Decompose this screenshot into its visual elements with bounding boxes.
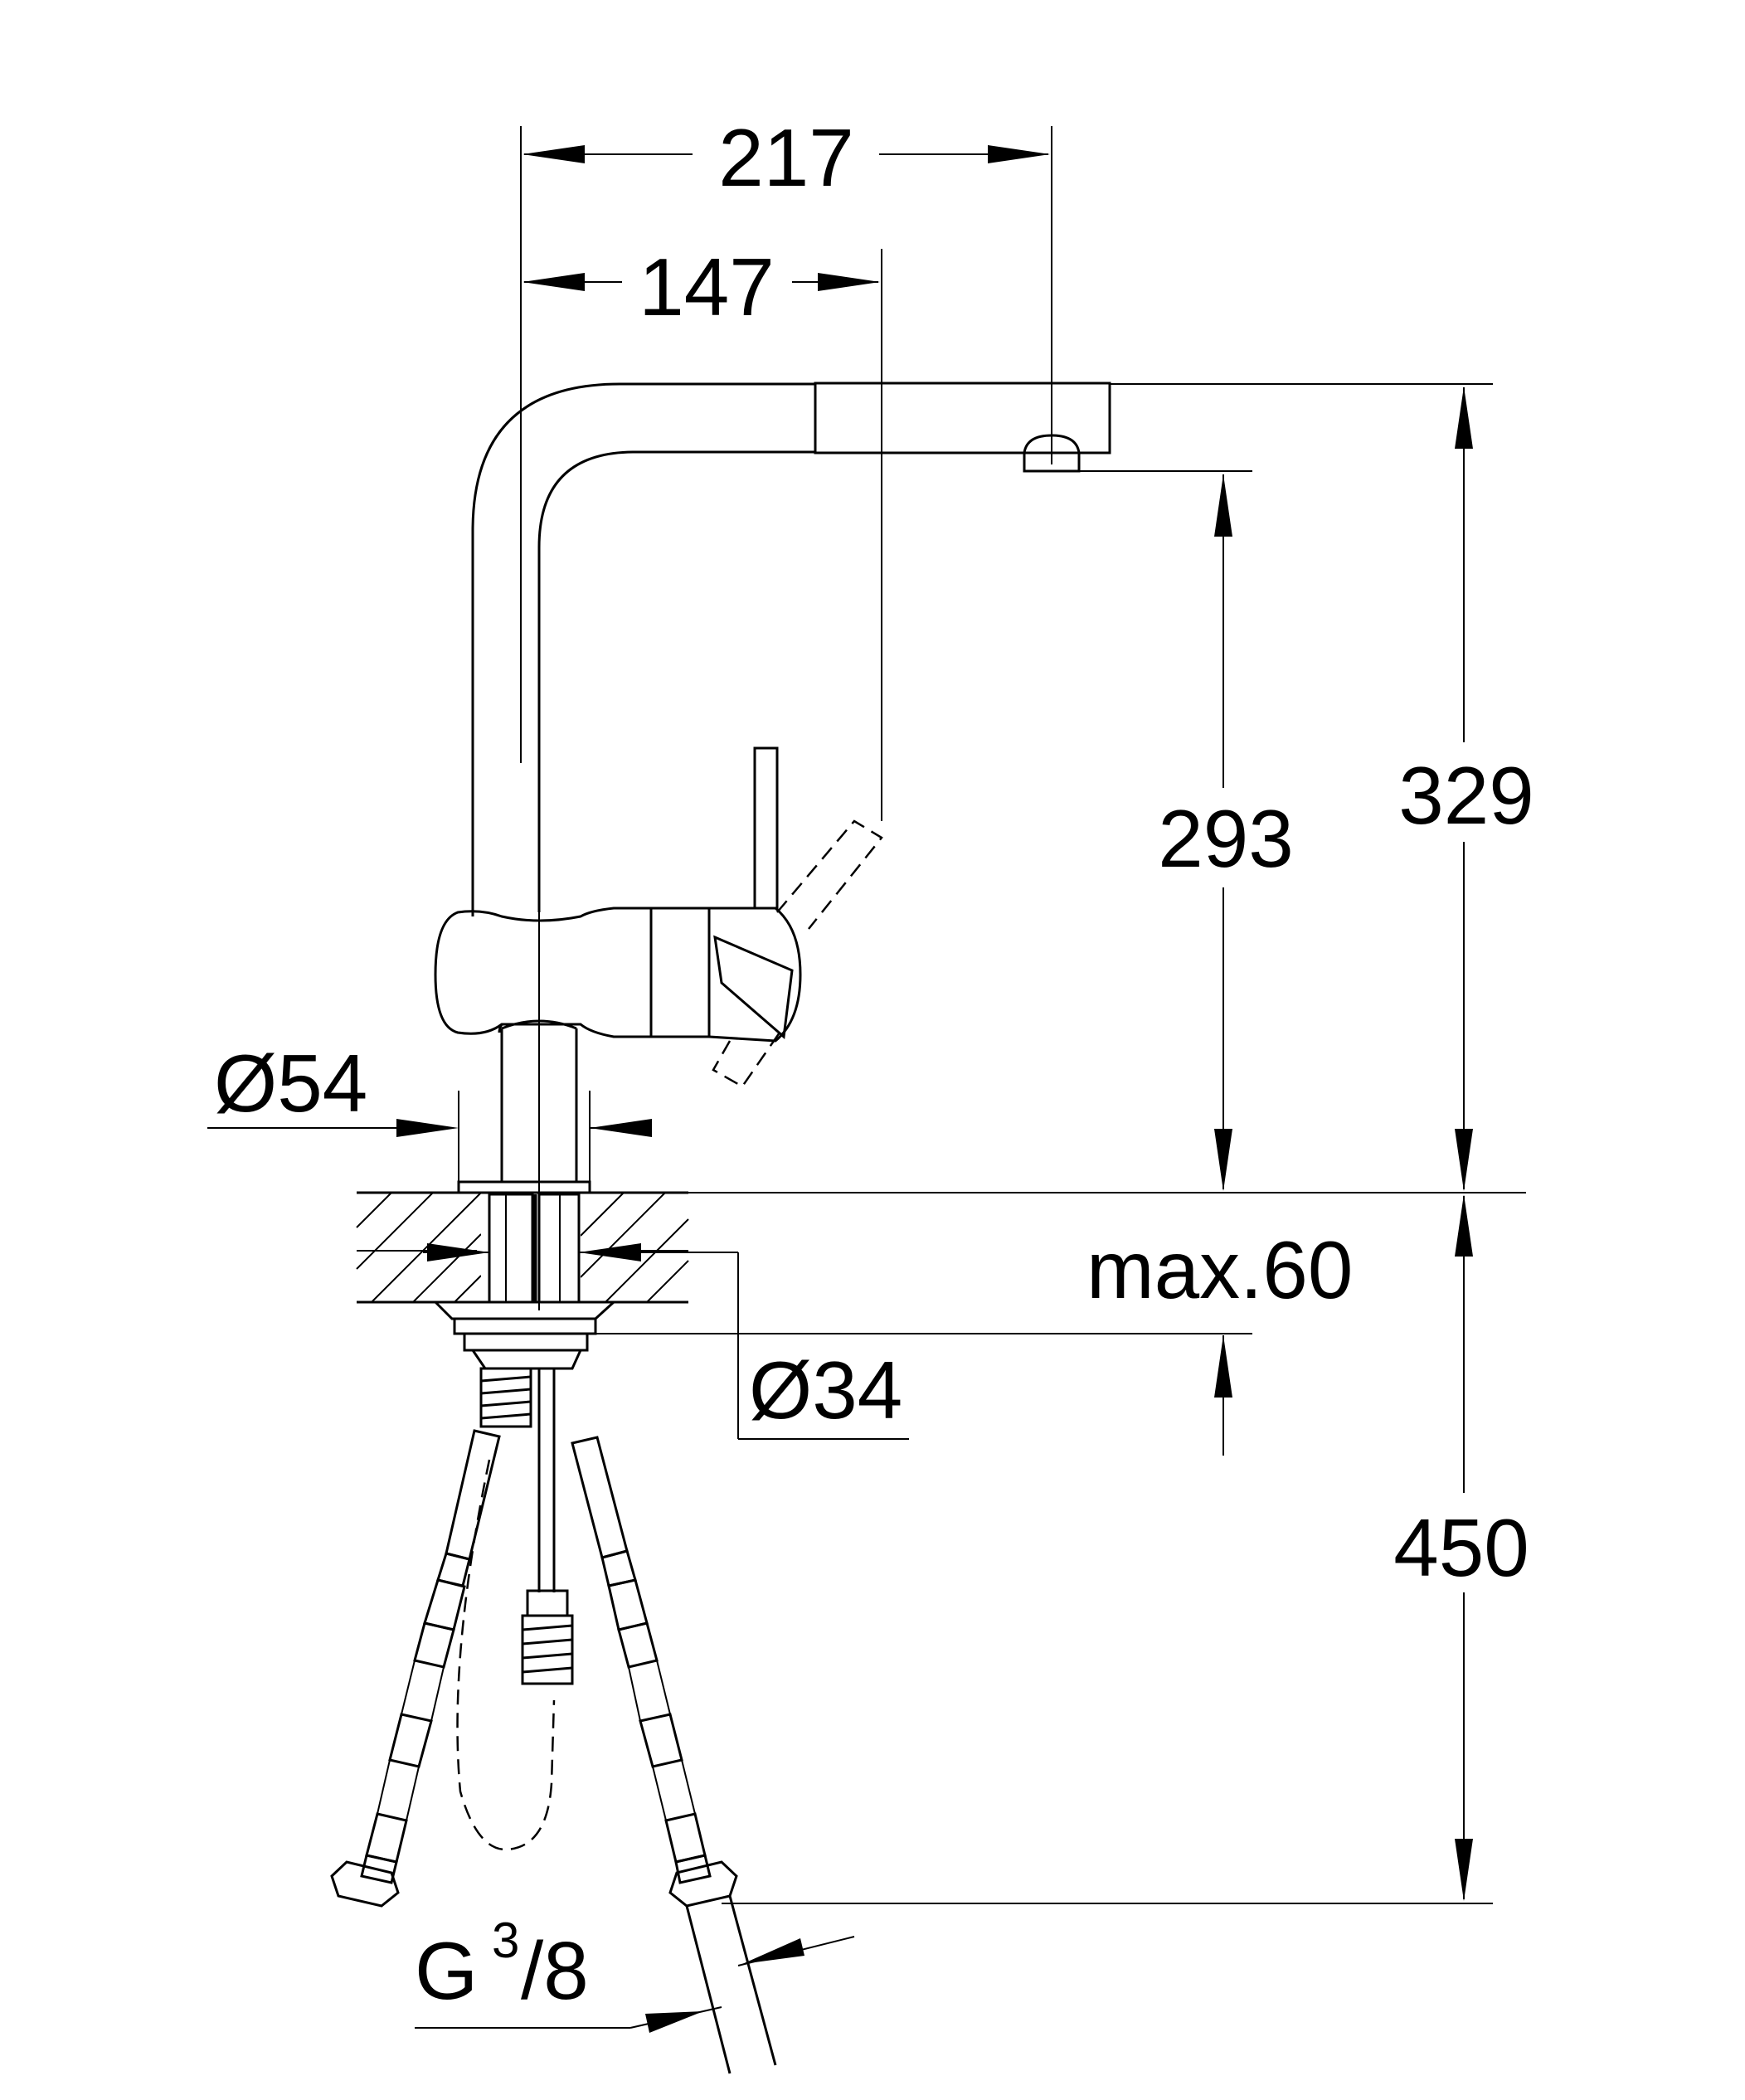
- dimension-450: 450: [722, 1194, 1551, 1904]
- thread-prefix-label: G: [415, 1925, 478, 2016]
- dimension-thread: G 3 /8: [415, 1913, 855, 2033]
- dimension-217: 217: [520, 112, 1052, 763]
- thread-denominator-label: /8: [521, 1925, 589, 2016]
- fixing-hardware: [434, 1300, 615, 1428]
- dimension-147-label: 147: [639, 241, 775, 333]
- dimension-deck-thickness: max.60: [581, 1192, 1526, 1456]
- dimension-293-label: 293: [1158, 793, 1294, 884]
- thread-connector-left: [479, 1367, 532, 1428]
- countertop-section: [356, 1191, 689, 1304]
- dimension-450-label: 450: [1393, 1502, 1529, 1593]
- dimension-293: 293: [1145, 474, 1302, 1191]
- dimension-diameter-54: Ø54: [207, 1038, 652, 1182]
- supply-hose-left: [330, 1429, 501, 1908]
- dimension-diameter-34-label: Ø34: [749, 1344, 902, 1436]
- thread-numerator-label: 3: [492, 1913, 519, 1968]
- dimension-deck-thickness-label: max.60: [1086, 1224, 1353, 1315]
- supply-hose-right: [571, 1436, 777, 2074]
- pull-out-hose: [456, 1368, 574, 1851]
- dimension-147: 147: [523, 241, 882, 821]
- dimension-329: 329: [1110, 383, 1551, 1191]
- faucet-outline: [434, 382, 1252, 1310]
- dimension-diameter-54-label: Ø54: [214, 1038, 367, 1129]
- dimension-217-label: 217: [718, 112, 854, 203]
- dimension-329-label: 329: [1398, 750, 1534, 841]
- dimension-diameter-34: Ø34: [423, 1243, 909, 1440]
